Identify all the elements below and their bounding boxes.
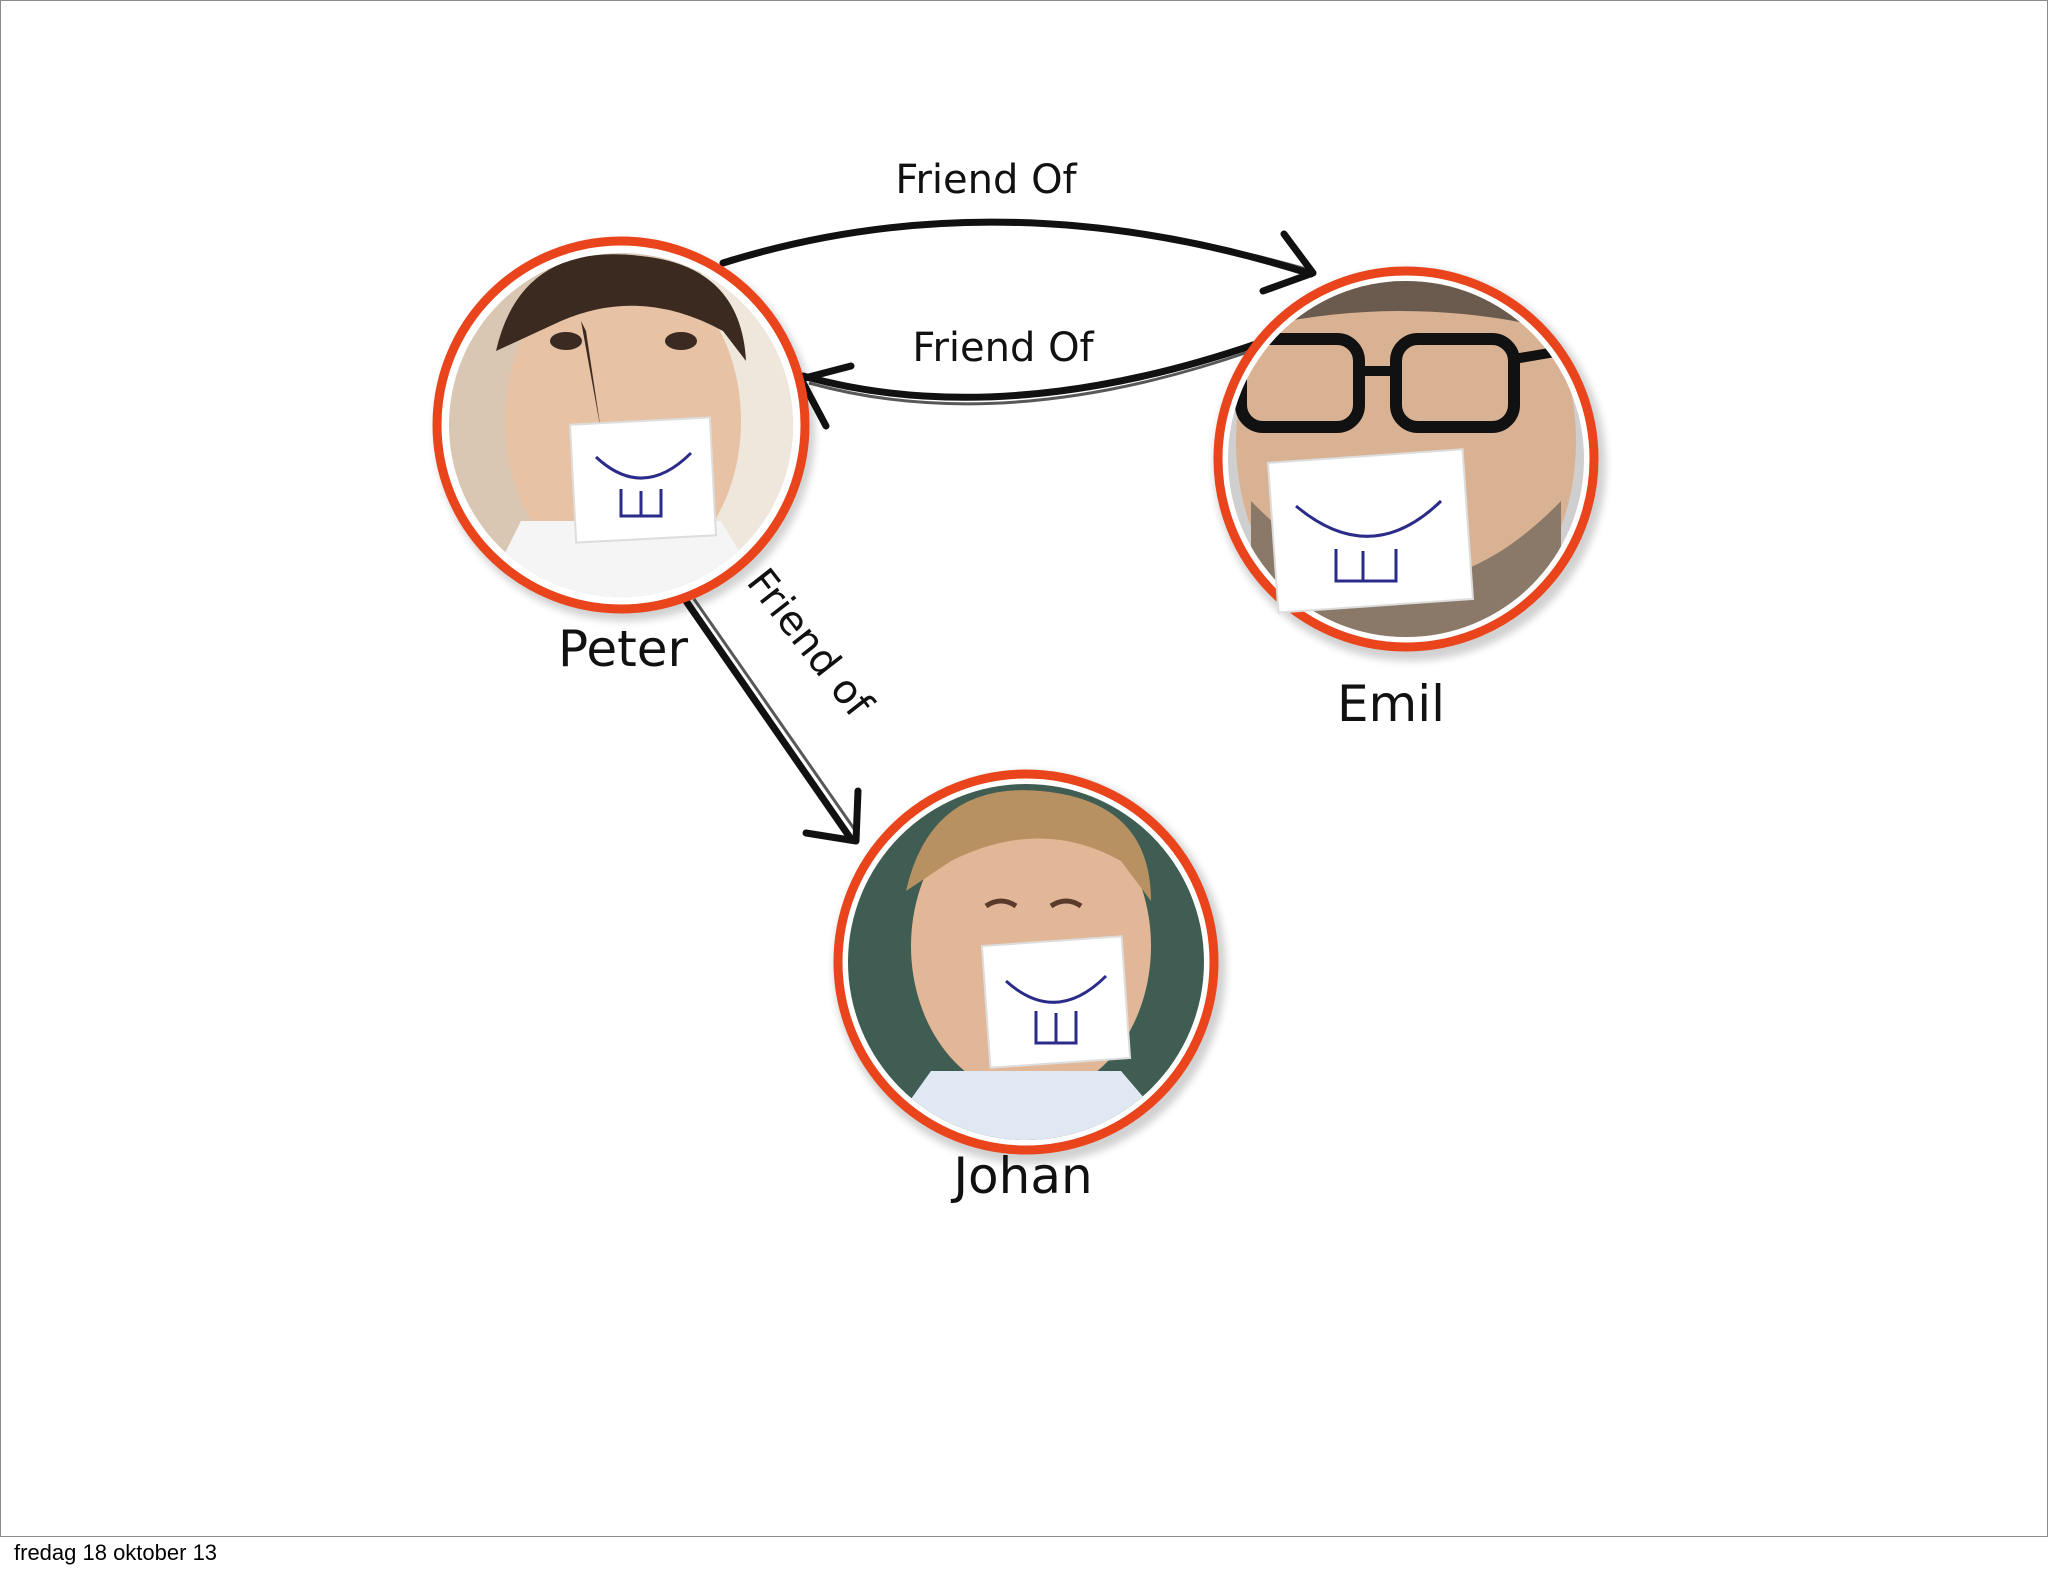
edge-label-emil-to-peter: Friend Of <box>912 325 1094 371</box>
edge-peter-to-emil-arrowhead <box>1259 230 1317 295</box>
footer-date: fredag 18 oktober 13 <box>14 1540 218 1565</box>
slide: Friend Of Friend Of Friend of <box>0 0 2048 1537</box>
edge-peter-to-johan: Friend of <box>682 560 882 845</box>
node-johan[interactable]: Johan <box>833 769 1226 1205</box>
node-johan-smile-note <box>980 935 1132 1069</box>
node-label-johan: Johan <box>950 1147 1092 1205</box>
node-emil-smile-note <box>1266 448 1475 614</box>
edge-peter-to-johan-line-sketch <box>692 598 859 834</box>
edge-peter-to-emil: Friend Of <box>719 157 1317 295</box>
edge-emil-to-peter-line-sketch <box>808 349 1252 406</box>
edge-emil-to-peter: Friend Of <box>797 325 1260 430</box>
node-label-peter: Peter <box>558 620 688 678</box>
edge-label-peter-to-emil: Friend Of <box>895 157 1077 203</box>
node-label-emil: Emil <box>1337 675 1445 733</box>
node-peter[interactable]: Peter <box>432 236 815 678</box>
glasses-right-lens <box>1390 333 1520 433</box>
node-peter-smile-note <box>568 416 718 544</box>
edge-emil-to-peter-line <box>799 340 1260 401</box>
edge-peter-to-johan-line <box>682 597 855 843</box>
friend-graph: Friend Of Friend Of Friend of <box>432 157 1606 1205</box>
node-emil[interactable]: Emil <box>1213 231 1606 733</box>
edge-peter-to-johan-arrowhead <box>802 787 862 845</box>
edge-peter-to-emil-line-sketch <box>728 221 1307 271</box>
